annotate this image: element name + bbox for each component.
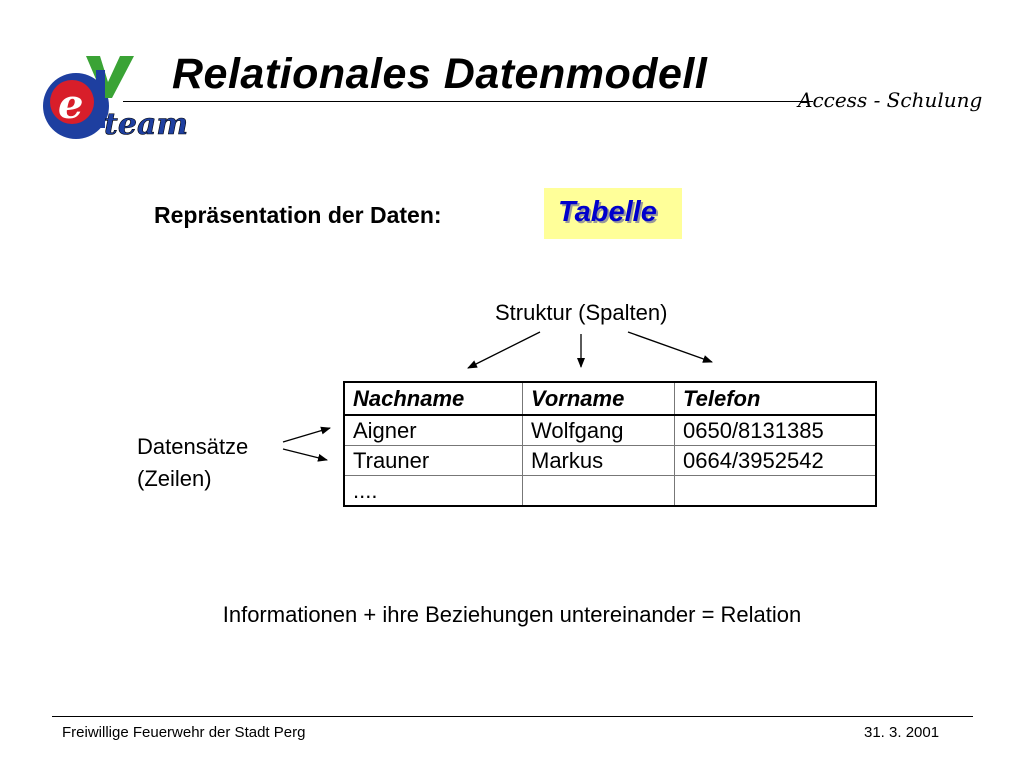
table-cell: Markus [522, 445, 675, 476]
logo-graphic: e team [43, 56, 188, 142]
representation-highlight [544, 188, 682, 239]
arrow-to-row1 [282, 426, 331, 443]
table-row: .... [343, 475, 877, 507]
slide-title: Relationales Datenmodell [172, 50, 708, 98]
table-cell: Trauner [343, 445, 523, 476]
data-table: Nachname Vorname Telefon Aigner Wolfgang… [343, 381, 877, 507]
column-header: Telefon [674, 381, 877, 416]
slide-subtitle: Access - Schulung [798, 88, 983, 112]
column-header: Vorname [522, 381, 675, 416]
table-cell: 0664/3952542 [674, 445, 877, 476]
footer-divider [52, 716, 973, 717]
arrow-to-nachname [467, 331, 541, 369]
table-header-row: Nachname Vorname Telefon [343, 381, 877, 416]
footer-organization: Freiwillige Feuerwehr der Stadt Perg [62, 724, 306, 741]
table-row: Trauner Markus 0664/3952542 [343, 445, 877, 476]
table-cell: Aigner [343, 414, 523, 446]
relation-statement: Informationen + ihre Beziehungen unterei… [222, 602, 802, 627]
rows-label-line2: (Zeilen) [137, 466, 212, 491]
table-row: Aigner Wolfgang 0650/8131385 [343, 414, 877, 446]
dv-team-logo: e team [38, 48, 198, 148]
representation-value: Tabelle [558, 196, 657, 228]
title-underline [123, 101, 813, 102]
rows-label-line1: Datensätze [137, 434, 249, 459]
representation-label: Repräsentation der Daten: [154, 202, 442, 228]
table-cell: Wolfgang [522, 414, 675, 446]
arrow-to-telefon [627, 331, 713, 363]
table-cell: .... [343, 475, 523, 507]
arrow-to-row2 [282, 448, 328, 462]
column-header: Nachname [343, 381, 523, 416]
structure-label: Struktur (Spalten) [495, 300, 668, 325]
table-cell: 0650/8131385 [674, 414, 877, 446]
table-cell [522, 475, 675, 507]
footer-date: 31. 3. 2001 [864, 724, 940, 741]
table-cell [674, 475, 877, 507]
svg-text:team: team [104, 107, 188, 142]
svg-text:e: e [58, 81, 83, 128]
rows-label: Datensätze (Zeilen) [137, 431, 248, 495]
